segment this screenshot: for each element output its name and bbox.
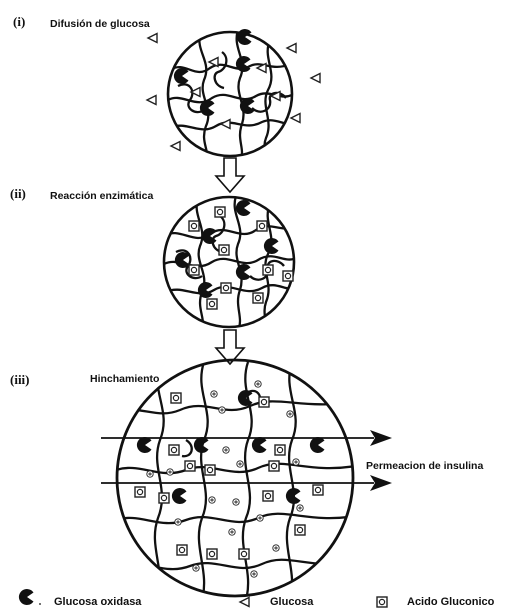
sphere-3-charges: [147, 381, 303, 577]
legend-glucose-icon: [240, 598, 249, 607]
legend-enzyme-icon: [19, 589, 41, 605]
sphere-1-glucose: [147, 34, 320, 151]
sphere-3-hydrogel: [116, 360, 356, 600]
process-arrow-1: [216, 158, 244, 192]
sphere-3-enzymes: [137, 390, 325, 504]
legend-acid-icon: [377, 597, 387, 607]
